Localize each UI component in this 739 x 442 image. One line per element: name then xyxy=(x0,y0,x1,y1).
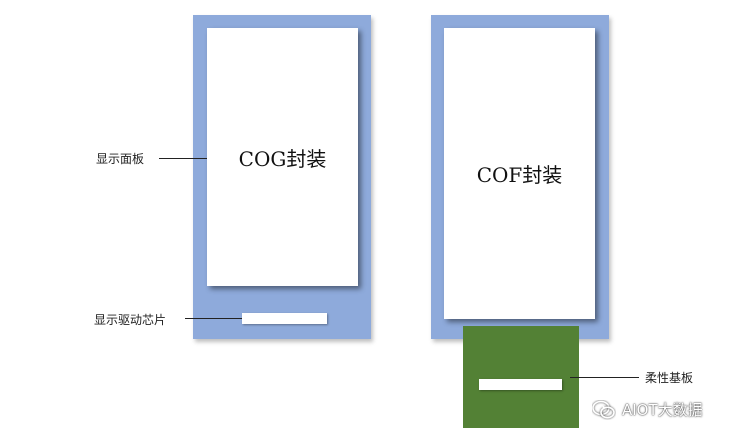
watermark: AIOT大数据 xyxy=(592,399,703,420)
cof-display-panel: COF封装 xyxy=(444,28,595,319)
watermark-text: AIOT大数据 xyxy=(622,401,703,419)
label-driver-chip: 显示驱动芯片 xyxy=(94,313,167,327)
cog-driver-chip xyxy=(242,313,327,324)
cof-flex-substrate xyxy=(463,326,579,428)
cog-title: COG封装 xyxy=(238,146,327,171)
label-display-panel: 显示面板 xyxy=(96,152,145,166)
cof-title: COF封装 xyxy=(476,163,563,187)
leader-flex-substrate xyxy=(570,377,639,378)
wechat-icon xyxy=(592,400,615,418)
label-flex-substrate: 柔性基板 xyxy=(645,371,694,385)
leader-driver-chip xyxy=(185,318,242,319)
cof-driver-chip xyxy=(479,379,562,390)
cog-display-panel: COG封装 xyxy=(207,28,358,286)
leader-display-panel xyxy=(159,158,207,159)
